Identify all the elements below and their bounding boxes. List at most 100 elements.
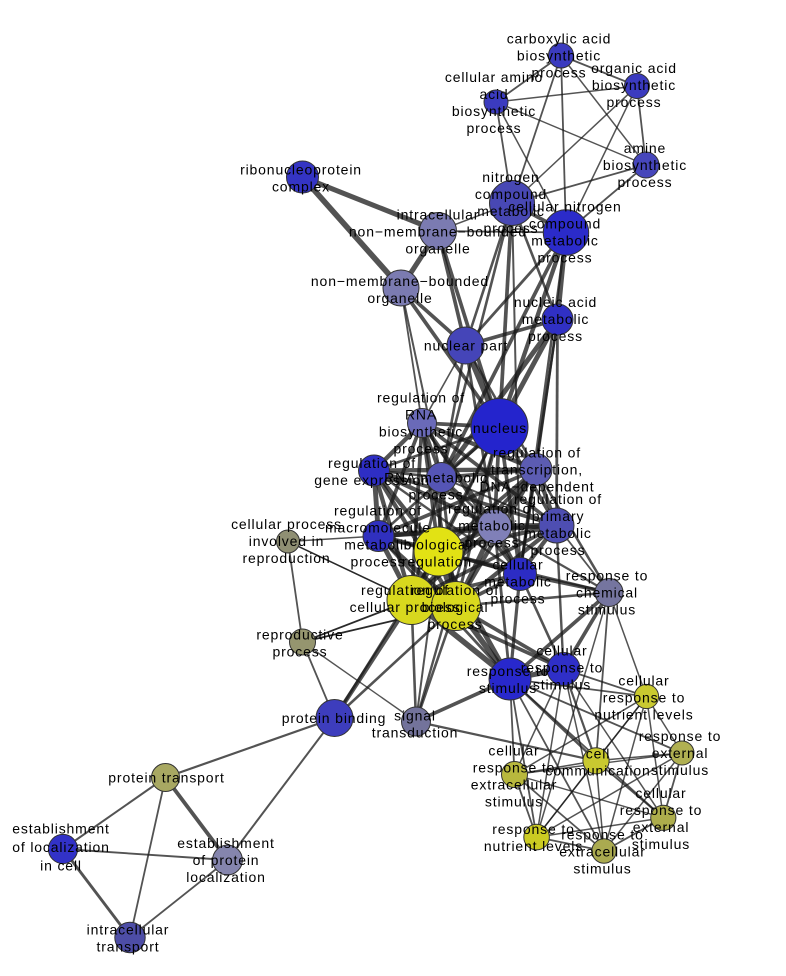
svg-text:biosynthetic: biosynthetic — [452, 103, 536, 119]
svg-text:of protein: of protein — [193, 852, 260, 868]
svg-text:reproductive: reproductive — [256, 627, 343, 643]
svg-text:response to: response to — [467, 663, 550, 679]
svg-text:carboxylic acid: carboxylic acid — [507, 31, 612, 47]
svg-text:process: process — [491, 591, 546, 607]
svg-text:organelle: organelle — [367, 290, 432, 306]
svg-text:nitrogen: nitrogen — [482, 169, 539, 185]
svg-text:amine: amine — [624, 140, 666, 156]
svg-text:chemical: chemical — [576, 585, 638, 601]
svg-text:response to: response to — [603, 690, 686, 706]
svg-text:response to: response to — [473, 760, 556, 776]
svg-text:regulation of: regulation of — [493, 445, 581, 461]
svg-text:cellular: cellular — [618, 673, 669, 689]
svg-text:external: external — [652, 745, 709, 761]
svg-text:metabolic: metabolic — [458, 518, 526, 534]
svg-text:nucleic acid: nucleic acid — [514, 294, 597, 310]
svg-text:cell: cell — [586, 746, 610, 762]
svg-text:stimulus: stimulus — [632, 836, 690, 852]
svg-text:process: process — [528, 328, 583, 344]
svg-text:regulation of: regulation of — [328, 455, 416, 471]
svg-text:process: process — [465, 535, 520, 551]
svg-text:response to: response to — [521, 660, 604, 676]
svg-text:localization: localization — [186, 869, 265, 885]
svg-text:non−membrane−bounded: non−membrane−bounded — [311, 273, 489, 289]
svg-text:nutrient levels: nutrient levels — [484, 838, 583, 854]
svg-text:stimulus: stimulus — [578, 602, 636, 618]
svg-text:metabolic: metabolic — [484, 574, 552, 590]
svg-text:cellular amino: cellular amino — [445, 69, 543, 85]
svg-text:process: process — [538, 250, 593, 266]
svg-text:DNA−dependent: DNA−dependent — [480, 479, 595, 495]
svg-text:transduction: transduction — [372, 725, 458, 741]
svg-text:non−membrane−bounded: non−membrane−bounded — [349, 224, 527, 240]
svg-text:cellular process: cellular process — [350, 599, 461, 615]
svg-text:regulation of: regulation of — [448, 501, 536, 517]
svg-text:nutrient levels: nutrient levels — [594, 707, 693, 723]
svg-text:response to: response to — [566, 568, 649, 584]
svg-text:biological: biological — [422, 599, 489, 615]
svg-text:response to: response to — [639, 728, 722, 744]
svg-text:compound: compound — [475, 186, 547, 202]
svg-text:protein transport: protein transport — [108, 770, 224, 786]
svg-text:RNA metabolic: RNA metabolic — [384, 470, 488, 486]
svg-text:primary: primary — [532, 508, 585, 524]
svg-text:establishment: establishment — [12, 821, 109, 837]
svg-text:extracellular: extracellular — [471, 777, 558, 793]
svg-text:stimulus: stimulus — [573, 860, 631, 876]
svg-text:process: process — [484, 220, 539, 236]
svg-text:in cell: in cell — [40, 858, 82, 874]
svg-text:metabolic: metabolic — [524, 525, 592, 541]
svg-text:process: process — [351, 554, 406, 570]
svg-text:response to: response to — [620, 802, 703, 818]
svg-text:establishment: establishment — [177, 835, 274, 851]
svg-text:regulation of: regulation of — [514, 491, 602, 507]
svg-text:process: process — [394, 441, 449, 457]
svg-text:signal: signal — [394, 708, 436, 724]
svg-text:response to: response to — [561, 826, 644, 842]
svg-text:transcription,: transcription, — [491, 462, 583, 478]
svg-text:transport: transport — [97, 939, 160, 955]
svg-text:cellular: cellular — [492, 557, 543, 573]
svg-text:extracellular: extracellular — [559, 843, 646, 859]
svg-text:process: process — [409, 487, 464, 503]
svg-text:process: process — [618, 174, 673, 190]
svg-text:cellular: cellular — [488, 743, 539, 759]
svg-text:process: process — [531, 542, 586, 558]
svg-text:regulation: regulation — [402, 554, 472, 570]
svg-text:biosynthetic: biosynthetic — [379, 424, 463, 440]
svg-text:RNA: RNA — [405, 407, 437, 423]
svg-text:biological: biological — [404, 537, 471, 553]
svg-text:compound: compound — [529, 216, 601, 232]
svg-text:response to: response to — [492, 821, 575, 837]
svg-text:gene expression: gene expression — [314, 472, 430, 488]
svg-text:metabolic: metabolic — [344, 537, 412, 553]
svg-text:regulation of: regulation of — [361, 582, 449, 598]
svg-text:biosynthetic: biosynthetic — [517, 48, 601, 64]
svg-text:process: process — [467, 120, 522, 136]
svg-text:of localization: of localization — [12, 839, 110, 855]
svg-text:acid: acid — [479, 86, 508, 102]
svg-text:regulation of: regulation of — [411, 582, 499, 598]
svg-text:nuclear part: nuclear part — [424, 338, 508, 354]
svg-text:regulation of: regulation of — [334, 503, 422, 519]
svg-text:ribonucleoprotein: ribonucleoprotein — [240, 162, 362, 178]
svg-text:regulation of: regulation of — [377, 390, 465, 406]
svg-text:cellular: cellular — [536, 643, 587, 659]
svg-text:involved in: involved in — [249, 533, 325, 549]
svg-text:cellular nitrogen: cellular nitrogen — [508, 199, 621, 215]
svg-text:reproduction: reproduction — [242, 550, 330, 566]
svg-text:external: external — [633, 819, 690, 835]
svg-text:metabolic: metabolic — [531, 233, 599, 249]
svg-text:process: process — [607, 94, 662, 110]
svg-text:intracellular: intracellular — [87, 922, 170, 938]
svg-text:biosynthetic: biosynthetic — [592, 77, 676, 93]
svg-text:process: process — [532, 65, 587, 81]
svg-text:cellular process: cellular process — [231, 516, 342, 532]
svg-text:macromolecule: macromolecule — [325, 520, 431, 536]
svg-text:complex: complex — [272, 179, 330, 195]
svg-text:metabolic: metabolic — [522, 311, 590, 327]
svg-text:communication: communication — [545, 763, 650, 779]
svg-text:process: process — [428, 616, 483, 632]
svg-text:organic acid: organic acid — [591, 60, 677, 76]
svg-text:stimulus: stimulus — [533, 677, 591, 693]
